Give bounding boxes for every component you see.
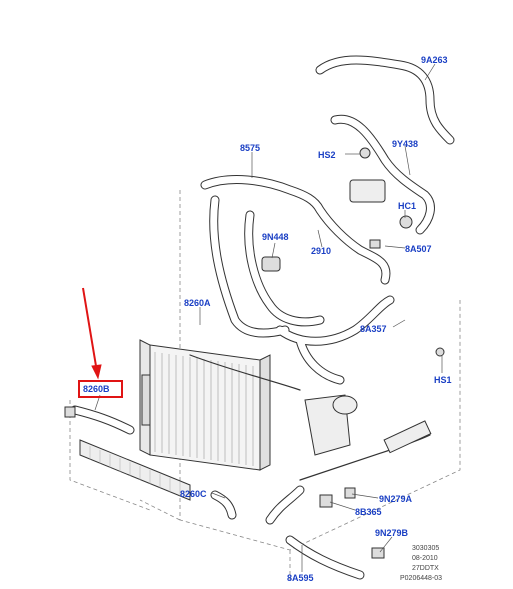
highlight-arrow (82, 287, 102, 380)
label-9n448[interactable]: 9N448 (262, 232, 289, 242)
label-hs1[interactable]: HS1 (434, 375, 452, 385)
footer-ref-1: 3030305 (412, 545, 440, 552)
hoses (70, 55, 455, 580)
label-9n279b[interactable]: 9N279B (375, 528, 409, 538)
label-8575[interactable]: 8575 (240, 143, 261, 153)
footer-ref-2: 08-2010 (412, 555, 438, 562)
label-8b365[interactable]: 8B365 (355, 507, 382, 517)
oil-cooler (79, 439, 191, 501)
label-9a263[interactable]: 9A263 (421, 55, 448, 65)
label-8a507[interactable]: 8A507 (405, 244, 432, 254)
label-8260a[interactable]: 8260A (184, 298, 211, 308)
coolant-housing (304, 179, 432, 456)
clips (64, 147, 445, 559)
label-8260c[interactable]: 8260C (180, 489, 207, 499)
label-8260b[interactable]: 8260B (83, 384, 110, 394)
label-8a595[interactable]: 8A595 (287, 573, 314, 583)
label-9n279a[interactable]: 9N279A (379, 494, 413, 504)
part-8260b-highlight-box (78, 380, 123, 398)
radiator (139, 339, 271, 471)
footer-ref-4: P0206448-03 (400, 575, 443, 582)
label-2910[interactable]: 2910 (311, 246, 332, 256)
label-8a357[interactable]: 8A357 (360, 324, 387, 334)
footer-ref-3: 27DDTX (412, 565, 439, 572)
label-9y438[interactable]: 9Y438 (392, 139, 419, 149)
label-hc1[interactable]: HC1 (398, 201, 417, 211)
label-hs2[interactable]: HS2 (318, 150, 336, 160)
